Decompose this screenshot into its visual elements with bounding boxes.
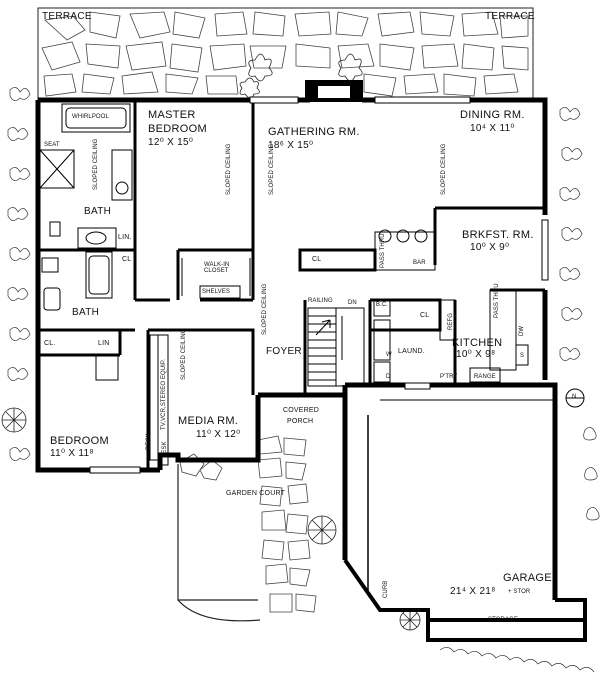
cl-bedroom-label: CL. <box>44 340 56 347</box>
pantry-label: P'TRY <box>440 374 458 380</box>
terrace-stonework <box>37 7 534 101</box>
stair-icon <box>307 307 365 387</box>
pass-thru-kitchen-label: PASS THRU <box>494 283 500 318</box>
garage-walls <box>343 558 587 642</box>
north-arrow-icon <box>565 388 585 408</box>
bc-label: B.C. <box>376 302 389 308</box>
tree-icon <box>1 407 27 433</box>
garage-dim: 21⁴ x 21⁸ <box>450 586 496 597</box>
tree-icon <box>399 609 421 631</box>
whirlpool-label: WHIRLPOOL <box>72 114 109 120</box>
sloped-ceiling-dining: SLOPED CEILING <box>441 143 447 195</box>
sloped-ceiling-foyer: SLOPED CEILING <box>262 283 268 335</box>
bath-lower-label: BATH <box>72 307 100 318</box>
lin-lower-label: LIN <box>98 340 110 347</box>
hedge-right <box>559 107 583 361</box>
d-label: D <box>386 374 391 380</box>
railing-label: RAILING <box>308 298 333 304</box>
lin-upper-label: LIN. <box>118 234 132 241</box>
master-bedroom-title-2: BEDROOM <box>148 123 207 135</box>
walk-in-closet-label: WALK-IN CLOSET <box>204 262 230 275</box>
windows <box>89 96 549 474</box>
shelves-label: SHELVES <box>202 289 230 295</box>
kitchen-dim: 10⁰ x 9⁸ <box>456 349 496 360</box>
seat-label: SEAT <box>44 142 60 148</box>
brkfst-room-dim: 10⁰ x 9⁰ <box>470 242 510 253</box>
desk-bedroom-label: DESK <box>146 433 152 450</box>
garage-title: GARAGE <box>503 572 552 584</box>
kitchen-title: KITCHEN <box>452 337 503 349</box>
storage-label: STORAGE <box>488 617 518 623</box>
bedroom-title: BEDROOM <box>50 435 109 447</box>
shrubs-bottom-right <box>439 427 600 673</box>
media-room-title: MEDIA RM. <box>178 415 239 427</box>
refg-label: REFG <box>448 312 454 330</box>
interior-walls <box>38 100 545 470</box>
dining-room-dim: 10⁴ x 11⁰ <box>470 123 515 134</box>
pass-thru-brkfst-label: PASS THRU <box>380 233 386 268</box>
cl-laundry-label: CL <box>420 312 430 319</box>
gathering-room-title: GATHERING RM. <box>268 126 360 138</box>
shrub-icon <box>239 53 363 99</box>
fireplace-icon <box>305 80 363 102</box>
bar-label: BAR <box>413 260 426 266</box>
dn-label: DN <box>348 300 357 306</box>
dw-label: DW <box>519 325 525 336</box>
desk-media-label: DESK <box>162 441 168 458</box>
master-bedroom-title-1: MASTER <box>148 109 196 121</box>
garden-court-boundary <box>177 464 261 622</box>
covered-porch-label-2: PORCH <box>287 418 314 425</box>
sloped-ceiling-media: SLOPED CEILING <box>181 328 187 380</box>
tree-icon <box>307 515 337 545</box>
cl-hall-label: CL <box>312 256 322 263</box>
cl-bath-label: CL <box>122 256 132 263</box>
master-bedroom-dim: 12⁰ x 15⁰ <box>148 137 194 148</box>
curb-label: CURB <box>383 580 389 598</box>
hedge-left <box>7 87 31 461</box>
s-label: S <box>520 353 525 359</box>
sloped-ceiling-master: SLOPED CEILING <box>226 143 232 195</box>
terrace-right-label: TERRACE <box>485 11 535 22</box>
sloped-ceiling-bath: SLOPED CEILING <box>93 138 99 190</box>
dining-room-title: DINING RM. <box>460 109 525 121</box>
fixtures <box>39 103 529 466</box>
bath-upper-label: BATH <box>84 206 112 217</box>
covered-porch-label-1: COVERED <box>283 407 320 414</box>
media-room-dim: 11⁰ x 12⁰ <box>196 429 241 440</box>
laund-label: LAUND. <box>398 348 425 355</box>
range-label: RANGE <box>474 374 496 380</box>
tv-vcr-label: TV,VCR,STEREO EQUIP. <box>161 358 167 430</box>
foyer-label: FOYER <box>266 346 302 357</box>
north-arrow-letter: N <box>572 394 577 400</box>
gathering-room-dim: 18⁶ x 15⁰ <box>268 140 314 151</box>
terrace-left-label: TERRACE <box>42 11 92 22</box>
garden-court-label: GARDEN COURT <box>226 490 286 497</box>
bedroom-dim: 11⁰ x 11⁸ <box>50 448 94 459</box>
w-label: W <box>386 352 392 358</box>
stor-label: + STOR <box>508 589 531 595</box>
brkfst-room-title: BRKFST. RM. <box>462 229 534 241</box>
sloped-ceiling-gathering: SLOPED CEILING <box>269 143 275 195</box>
